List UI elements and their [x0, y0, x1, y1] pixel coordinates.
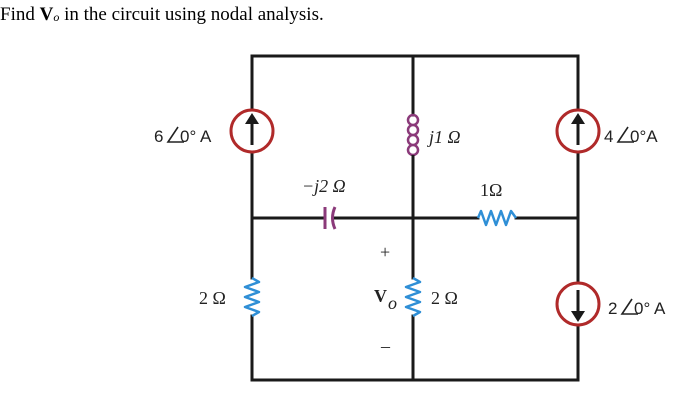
question-suffix: in the circuit using nodal analysis. [59, 4, 324, 25]
wires [250, 54, 580, 382]
vo-plus-sign: + [380, 242, 390, 262]
arrow-up-head-icon [571, 113, 585, 124]
capacitor-plate-right [331, 206, 337, 230]
vo-label-main: V [374, 286, 387, 306]
current-source-left [229, 108, 275, 154]
question-text: Find Vo in the circuit using nodal analy… [0, 4, 324, 26]
source-left-angle: 0° A [180, 127, 212, 146]
capacitor [323, 206, 337, 230]
resistor-left-label: 2 Ω [199, 288, 226, 308]
resistor-1ohm-label: 1Ω [480, 180, 502, 200]
angle-icon-left [166, 126, 184, 143]
angle-icon-right-top [616, 126, 634, 143]
angle-symbols [166, 126, 638, 315]
arrow-up-head-icon [245, 113, 259, 124]
source-left-magnitude: 6 [154, 127, 163, 146]
question-var-main: V [39, 4, 54, 25]
resistor-1ohm [476, 209, 518, 227]
vo-label-sub: o [388, 293, 397, 313]
inductor-coil [406, 113, 420, 157]
capacitor-label: −j2 Ω [302, 176, 346, 196]
angle-icon-right-bottom [620, 298, 638, 315]
vo-minus-sign: – [380, 336, 391, 356]
resistor-center-label: 2 Ω [431, 288, 458, 308]
source-right-top-angle: 0°A [630, 127, 658, 146]
resistor-center-2ohm [404, 276, 422, 318]
question-var-sub: o [53, 10, 60, 24]
arrow-down-head-icon [571, 311, 585, 322]
source-right-bottom-magnitude: 2 [608, 299, 617, 318]
source-right-bottom-angle: 0° A [634, 299, 666, 318]
current-source-right-top [555, 108, 601, 154]
inductor-label: j1 Ω [427, 127, 461, 147]
question-prefix: Find [0, 4, 40, 25]
source-right-top-magnitude: 4 [604, 127, 613, 146]
resistor-left-2ohm [243, 276, 261, 318]
current-source-right-bottom [555, 281, 601, 327]
